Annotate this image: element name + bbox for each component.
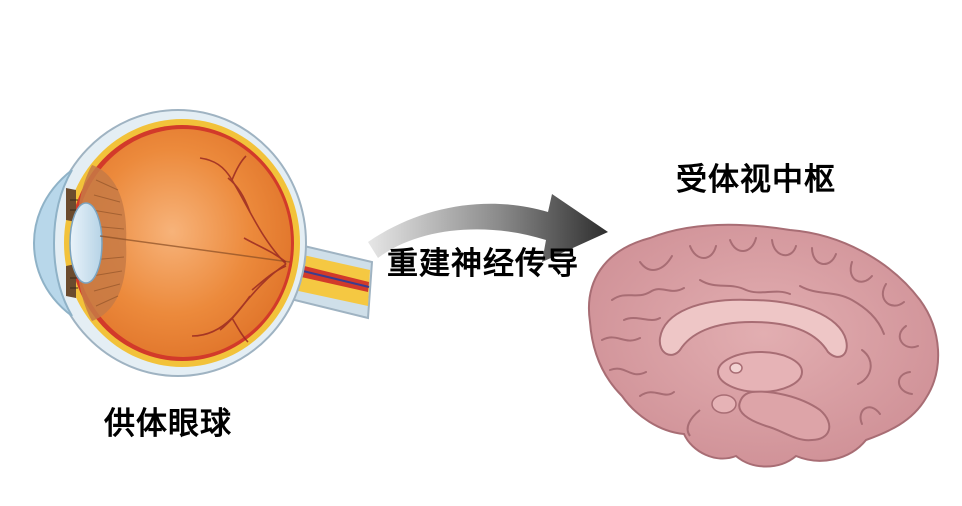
brainstem — [738, 390, 831, 442]
retinal-vessels — [191, 155, 287, 343]
thalamus — [717, 351, 803, 393]
donor-eye-illustration — [32, 109, 374, 377]
lens — [69, 202, 103, 284]
iris — [66, 188, 76, 222]
transfer-arrow — [368, 194, 608, 262]
donor-eye-label: 供体眼球 — [104, 406, 232, 442]
nerve-reconstruction-label: 重建神经传导 — [387, 246, 579, 282]
cornea — [32, 169, 73, 317]
corpus-callosum — [658, 298, 848, 358]
vitreous-body — [75, 129, 291, 357]
recipient-visual-center-label: 受体视中枢 — [676, 162, 836, 198]
cerebrum — [588, 223, 940, 468]
recipient-brain-illustration — [588, 223, 940, 468]
brain-gyri — [601, 237, 919, 425]
